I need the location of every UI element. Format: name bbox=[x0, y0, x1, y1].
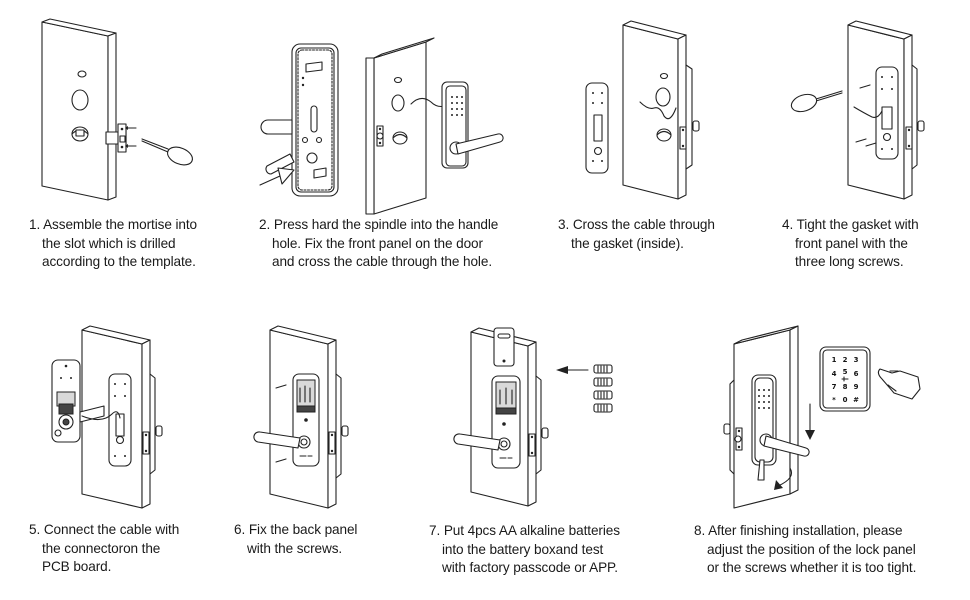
key-lock-icon bbox=[841, 376, 849, 382]
front-panel-illustration bbox=[250, 20, 510, 215]
cable-icon bbox=[410, 97, 446, 108]
screw-icons bbox=[275, 384, 287, 463]
key-star: * bbox=[832, 396, 836, 404]
key-0: 0 bbox=[843, 396, 848, 404]
latch-plate-icon bbox=[528, 427, 549, 457]
adjust-lock-illustration bbox=[710, 320, 830, 520]
spindle-icon bbox=[260, 61, 327, 179]
key-6: 6 bbox=[854, 370, 859, 378]
arrow-left-icon bbox=[556, 366, 589, 374]
screw-icons bbox=[855, 84, 877, 147]
screwdriver-icon bbox=[141, 138, 193, 166]
door-mortise-illustration bbox=[20, 10, 220, 210]
hand-touch-icon bbox=[877, 368, 921, 400]
back-panel-illustration bbox=[230, 310, 370, 520]
back-panel-icon bbox=[292, 373, 320, 467]
aa-batteries-icon bbox=[593, 364, 613, 413]
latch-plate-icon bbox=[679, 120, 700, 150]
latch-plate-icon bbox=[723, 423, 743, 451]
front-panel-lock-icon bbox=[441, 81, 504, 169]
back-panel-pcb-icon bbox=[51, 359, 81, 443]
key-2: 2 bbox=[843, 356, 848, 364]
gasket-panel-icon bbox=[108, 373, 132, 467]
latch-plate-icon bbox=[142, 425, 163, 455]
gasket-back-icon bbox=[291, 43, 339, 197]
hole-small-icon bbox=[77, 70, 87, 78]
gasket-screws-illustration bbox=[780, 15, 960, 205]
step-6-caption: 6. Fix the back panel with the screws. bbox=[234, 522, 358, 556]
cable-icon bbox=[81, 411, 121, 421]
hole-large-icon bbox=[391, 94, 405, 112]
step-8-caption: 8. After finishing installation, please … bbox=[694, 523, 917, 575]
hole-large-icon bbox=[655, 87, 671, 107]
door-icon bbox=[365, 37, 435, 215]
rotate-arrow-icon bbox=[774, 467, 793, 490]
key-hash: # bbox=[853, 396, 859, 404]
handle-icon bbox=[253, 431, 301, 449]
keypad-illustration: 1 2 3 4 5 6 7 8 9 * 0 # bbox=[818, 345, 928, 415]
battery-cover-icon bbox=[493, 327, 515, 367]
arrow-down-icon bbox=[805, 403, 815, 440]
key-4: 4 bbox=[832, 370, 837, 378]
key-9: 9 bbox=[854, 383, 859, 391]
key-8: 8 bbox=[843, 383, 848, 391]
back-panel-icon bbox=[491, 375, 521, 469]
key-5: 5 bbox=[843, 368, 848, 376]
pcb-cable-illustration bbox=[30, 320, 180, 520]
gasket-cable-illustration bbox=[560, 15, 740, 205]
hole-small-icon bbox=[659, 72, 669, 80]
latch-plate-icon bbox=[376, 125, 384, 147]
screw-icons bbox=[125, 126, 137, 148]
thumb-turn-icon bbox=[392, 131, 408, 145]
step-1-caption: 1. Assemble the mortise into the slot wh… bbox=[29, 217, 197, 269]
keypad-icon: 1 2 3 4 5 6 7 8 9 * 0 # bbox=[819, 346, 871, 412]
door-icon bbox=[41, 18, 117, 201]
thumb-turn-icon bbox=[656, 128, 672, 142]
step-2-caption: 2. Press hard the spindle into the handl… bbox=[259, 217, 499, 269]
cable-icon bbox=[639, 101, 677, 120]
front-panel-lock-icon bbox=[751, 374, 810, 481]
batteries-illustration bbox=[440, 320, 640, 520]
step-7-caption: 7. Put 4pcs AA alkaline batteries into t… bbox=[429, 523, 620, 575]
mortise-latch-icon bbox=[105, 123, 127, 153]
door-icon bbox=[622, 20, 693, 200]
key-3: 3 bbox=[854, 356, 859, 364]
cable-icon bbox=[853, 106, 883, 118]
step-5-caption: 5. Connect the cable with the connectoro… bbox=[29, 522, 180, 574]
screwdriver-icon bbox=[790, 90, 843, 113]
latch-plate-icon bbox=[905, 120, 925, 150]
thumb-turn-icon bbox=[71, 126, 89, 142]
step-3-caption: 3. Cross the cable through the gasket (i… bbox=[558, 217, 715, 251]
latch-plate-icon bbox=[328, 425, 349, 455]
handle-icon bbox=[453, 433, 501, 451]
hole-small-icon bbox=[393, 76, 403, 84]
arrow-icon bbox=[259, 167, 295, 186]
key-7: 7 bbox=[832, 383, 837, 391]
key-1: 1 bbox=[832, 356, 837, 364]
gasket-icon bbox=[585, 82, 609, 174]
gasket-panel-icon bbox=[875, 66, 899, 160]
hole-large-icon bbox=[71, 89, 89, 111]
step-4-caption: 4. Tight the gasket with front panel wit… bbox=[782, 217, 919, 269]
